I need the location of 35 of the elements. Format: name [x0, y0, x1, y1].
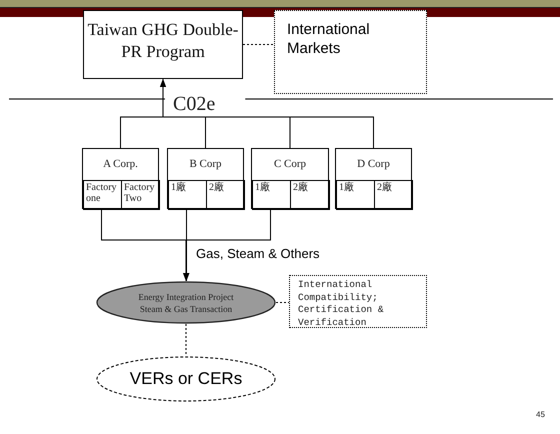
process-ellipse	[96, 281, 276, 324]
process-box	[83, 10, 243, 79]
connector-line	[276, 302, 290, 303]
factory-cell: 1廠	[252, 180, 291, 210]
company-box	[82, 148, 159, 209]
edge-label: Gas, Steam & Others	[196, 246, 320, 262]
process-box	[274, 10, 427, 94]
arrow	[160, 78, 374, 148]
factory-cell: Factory Two	[121, 180, 160, 210]
note-text: International Compatibility; Certification & Verification	[298, 279, 385, 329]
box-label: Taiwan GHG Double-PR Program	[86, 19, 240, 63]
node-label: VERs or CERs	[130, 369, 242, 389]
dashed-ellipse	[96, 356, 276, 402]
company-box	[167, 148, 244, 209]
company-name: B Corp	[188, 157, 223, 171]
factory-cell: 2廠	[290, 180, 330, 210]
factory-cell: Factory one	[83, 180, 122, 210]
page-number: 45	[536, 411, 545, 420]
factory-cell: 1廠	[336, 180, 375, 210]
node-label: Steam & Gas Transaction	[140, 302, 232, 314]
box-label: International Markets	[287, 20, 371, 58]
connector-line	[242, 44, 274, 45]
note-box	[289, 275, 427, 328]
company-name: A Corp.	[102, 157, 139, 171]
company-name: D Corp	[356, 157, 391, 171]
arrow	[184, 208, 190, 282]
company-box	[335, 148, 412, 209]
company-box	[251, 148, 329, 209]
node-label: Energy Integration Project	[138, 290, 234, 302]
factory-cell: 2廠	[374, 180, 413, 210]
factory-cell: 1廠	[168, 180, 207, 210]
factory-cell: 2廠	[206, 180, 245, 210]
divider-label: C02e	[173, 93, 216, 115]
company-name: C Corp	[272, 157, 308, 171]
arrow	[183, 208, 271, 282]
